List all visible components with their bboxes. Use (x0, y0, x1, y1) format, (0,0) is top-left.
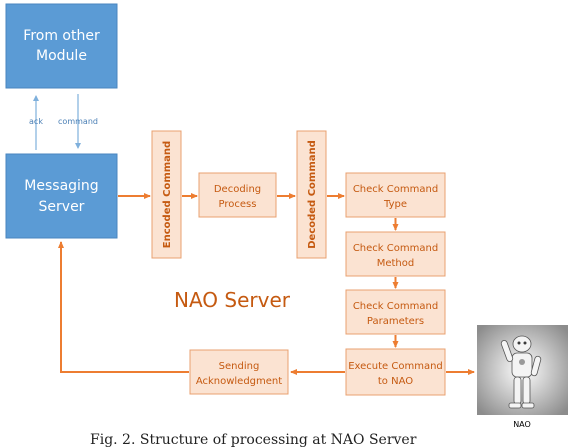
command-label: command (58, 117, 98, 126)
check-command-parameters-line2: Parameters (367, 316, 424, 327)
decoding-process-line2: Process (219, 199, 257, 210)
check-command-method-block: Check Command Method (345, 231, 446, 277)
execute-command-block: Execute Command to NAO (345, 348, 446, 396)
messaging-server-line2: Server (39, 199, 85, 215)
check-command-method-line1: Check Command (353, 243, 438, 254)
decoding-process-block: Decoding Process (198, 172, 277, 218)
encoded-command-label: Encoded Command (162, 141, 173, 248)
check-command-parameters-block: Check Command Parameters (345, 289, 446, 335)
decoding-process-line1: Decoding (214, 184, 261, 195)
check-command-type-block: Check Command Type (345, 172, 446, 218)
decoded-command-block: Decoded Command (296, 130, 327, 259)
messaging-server-block: Messaging Server (5, 153, 118, 239)
from-other-module-block: From other Module (5, 3, 118, 89)
nao-server-label: NAO Server (174, 288, 291, 312)
sending-acknowledgment-line1: Sending (219, 361, 260, 372)
from-other-module-line1: From other (23, 28, 100, 44)
execute-command-line2: to NAO (378, 376, 413, 387)
ack-label: ack (29, 117, 43, 126)
messaging-server-line1: Messaging (24, 178, 98, 194)
sending-acknowledgment-block: Sending Acknowledgment (189, 349, 289, 395)
check-command-parameters-line1: Check Command (353, 301, 438, 312)
sending-acknowledgment-line2: Acknowledgment (196, 376, 282, 387)
arrow-ack-to-server (58, 241, 189, 373)
check-command-type-line1: Check Command (353, 184, 438, 195)
check-command-type-line2: Type (383, 199, 407, 210)
from-other-module-line2: Module (36, 48, 87, 64)
decoded-command-label: Decoded Command (307, 140, 318, 249)
execute-command-line1: Execute Command (348, 361, 443, 372)
encoded-command-block: Encoded Command (151, 130, 182, 259)
check-command-method-line2: Method (377, 258, 415, 269)
figure-caption: Fig. 2. Structure of processing at NAO S… (90, 432, 417, 448)
nao-robot-image (477, 325, 568, 415)
nao-label: NAO (513, 420, 531, 429)
